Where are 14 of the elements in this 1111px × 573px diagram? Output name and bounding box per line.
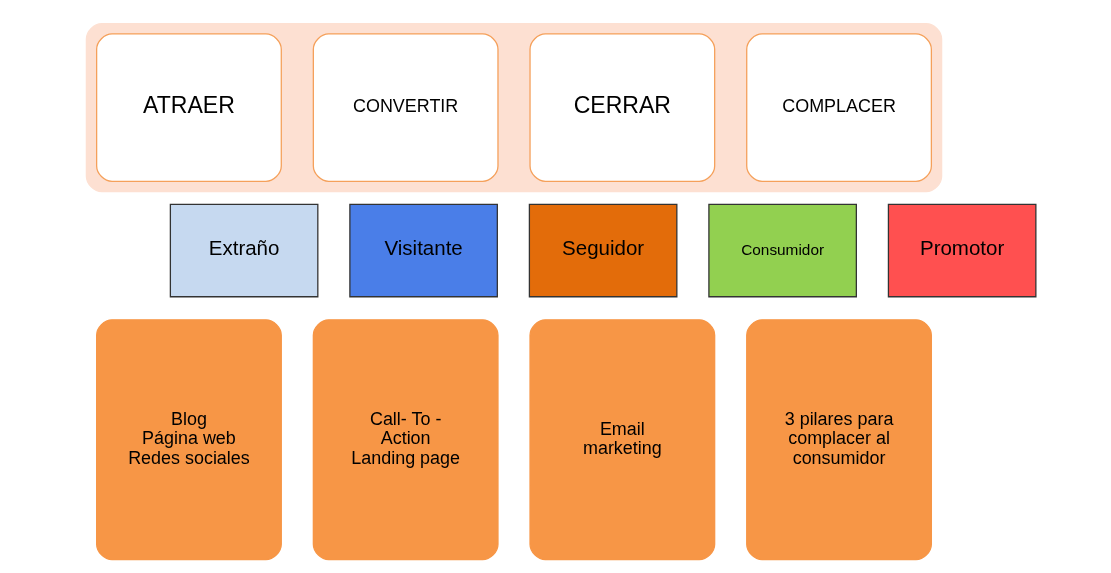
node-box: Seguidor — [528, 203, 677, 298]
node-box: Extraño — [169, 203, 318, 298]
cluster — [85, 23, 942, 193]
node-box: Call- To - Action Landing page — [312, 319, 499, 561]
node-box: Blog Página web Redes sociales — [95, 319, 282, 561]
node-box: Email marketing — [528, 319, 715, 561]
node-box: 3 pilares para complacer al consumidor — [745, 319, 932, 561]
node-box: CERRAR — [528, 33, 715, 182]
node-box: ATRAER — [95, 33, 282, 182]
node-box: Visitante — [348, 203, 498, 298]
node-box: Promotor — [887, 203, 1036, 298]
node-box: Consumidor — [707, 203, 857, 298]
node-box: COMPLACER — [745, 33, 932, 182]
node-box: CONVERTIR — [312, 33, 499, 182]
